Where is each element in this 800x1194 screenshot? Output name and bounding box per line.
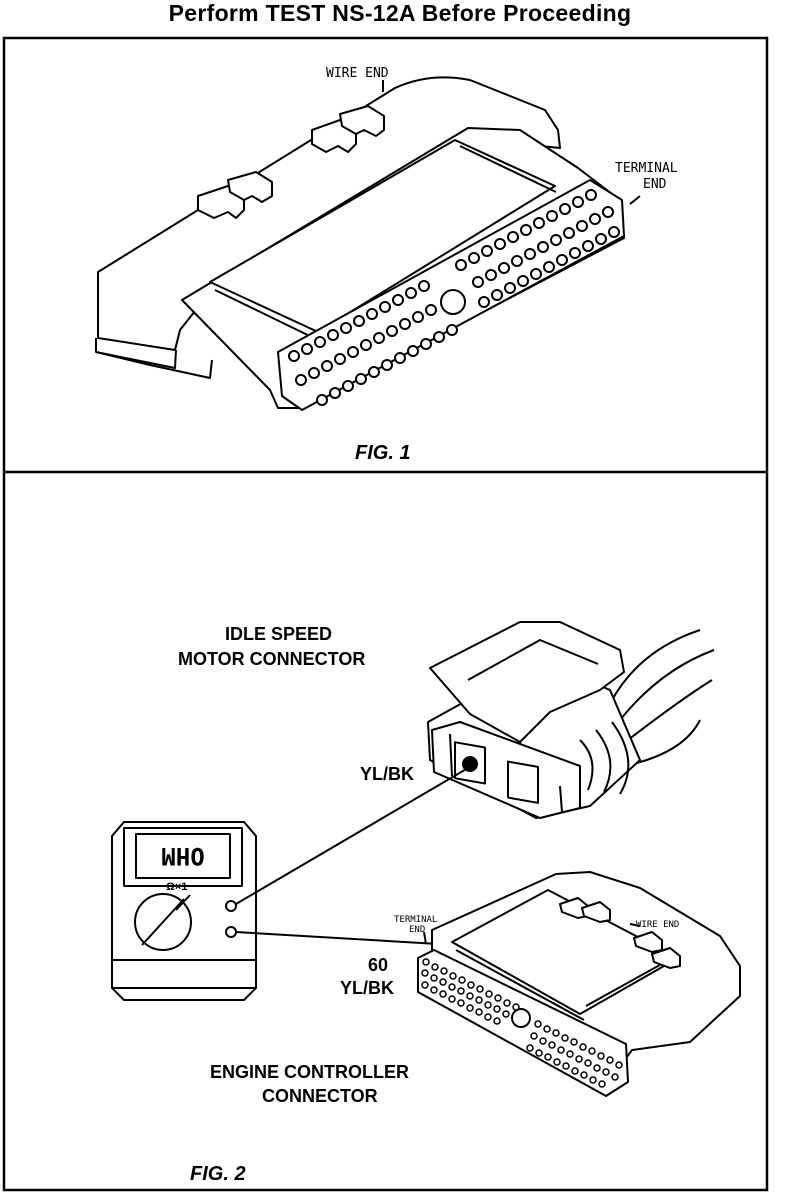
- idle-connector-terminal: [462, 756, 478, 772]
- idle-wire-color-label: YL/BK: [360, 764, 414, 784]
- outer-frame: [2, 36, 769, 1192]
- fig1-top-panel: [209, 139, 556, 333]
- fig1-wire-end-label: WIRE END: [326, 66, 389, 81]
- fig1-pins: [288, 189, 620, 406]
- engine-controller-label-line1: ENGINE CONTROLLER: [210, 1062, 409, 1082]
- ohmmeter-jack-top: [225, 900, 237, 912]
- ohmmeter-jack-bottom: [225, 926, 237, 938]
- page-title: Perform TEST NS-12A Before Proceeding: [168, 0, 632, 26]
- idle-speed-label-line1: IDLE SPEED: [225, 624, 332, 644]
- test-lead-top: [235, 767, 469, 905]
- ohmmeter-drawing: [111, 821, 257, 1001]
- fig2-engine-connector-drawing: [417, 871, 741, 1097]
- ohmmeter-display-text: OHM: [161, 842, 204, 870]
- fig2-terminal-label: TERMINAL: [394, 915, 437, 925]
- fig1-terminal-label: TERMINAL: [615, 161, 678, 176]
- ohmmeter-display: [135, 833, 231, 879]
- fig1-end-label: END: [643, 177, 667, 192]
- engine-controller-label-line2: CONNECTOR: [262, 1086, 378, 1106]
- fig2-wire-end-label: WIRE END: [636, 920, 679, 930]
- fig1-center-key: [440, 289, 466, 315]
- ohmmeter-range-label: Ω×1: [166, 881, 187, 893]
- idle-speed-connector-drawing: [427, 621, 715, 819]
- idle-speed-label-line2: MOTOR CONNECTOR: [178, 649, 365, 669]
- fig1-caption: FIG. 1: [355, 442, 411, 464]
- idle-connector-latch: [429, 621, 625, 743]
- fig1-connector-drawing: [95, 76, 641, 411]
- fig2-caption: FIG. 2: [190, 1163, 246, 1185]
- test-lead-bottom: [235, 931, 439, 945]
- fig2-end-label: END: [409, 925, 425, 935]
- pin-number-label: 60: [368, 955, 388, 975]
- engine-wire-color-label: YL/BK: [340, 978, 394, 998]
- fig1-latch-tabs: [197, 105, 385, 219]
- fig2-connector-pins: [421, 958, 623, 1088]
